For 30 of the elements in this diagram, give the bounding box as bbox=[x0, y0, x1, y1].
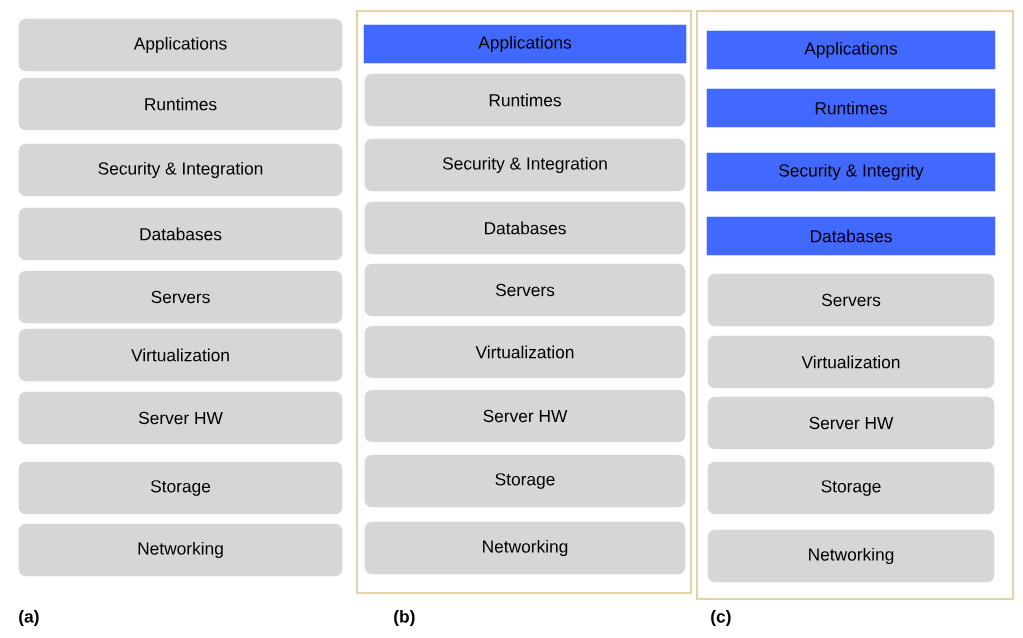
panel-label: (a) bbox=[19, 609, 39, 627]
layer-box: Runtimes bbox=[363, 72, 687, 128]
layer-box: Server HW bbox=[363, 388, 687, 444]
layer-box: Security & Integration bbox=[363, 137, 687, 193]
layer-box: Storage bbox=[363, 453, 687, 509]
layer-box: Security & Integration bbox=[17, 142, 344, 198]
highlighted-layer-box: Security & Integrity bbox=[706, 152, 996, 192]
highlighted-layer-box: Runtimes bbox=[706, 88, 996, 128]
panel-label: (c) bbox=[711, 609, 731, 627]
layer-box: Server HW bbox=[17, 390, 344, 446]
layer-box: Servers bbox=[706, 272, 996, 328]
layer-box: Applications bbox=[17, 17, 344, 73]
layer-box: Networking bbox=[363, 520, 687, 576]
layer-box: Databases bbox=[363, 200, 687, 256]
layer-box: Server HW bbox=[706, 395, 996, 451]
layer-box: Storage bbox=[706, 460, 996, 516]
layer-box: Servers bbox=[17, 269, 344, 325]
layer-box: Virtualization bbox=[363, 324, 687, 380]
layer-box: Servers bbox=[363, 262, 687, 318]
layer-box: Runtimes bbox=[17, 76, 344, 132]
layer-box: Virtualization bbox=[706, 334, 996, 390]
layer-box: Databases bbox=[17, 206, 344, 262]
panel-label: (b) bbox=[394, 609, 415, 627]
layer-box: Virtualization bbox=[17, 327, 344, 383]
highlighted-layer-box: Applications bbox=[363, 24, 687, 64]
layer-box: Storage bbox=[17, 460, 344, 516]
highlighted-layer-box: Applications bbox=[706, 30, 996, 70]
layer-box: Networking bbox=[17, 522, 344, 578]
highlighted-layer-box: Databases bbox=[706, 216, 996, 256]
layer-box: Networking bbox=[706, 528, 996, 584]
